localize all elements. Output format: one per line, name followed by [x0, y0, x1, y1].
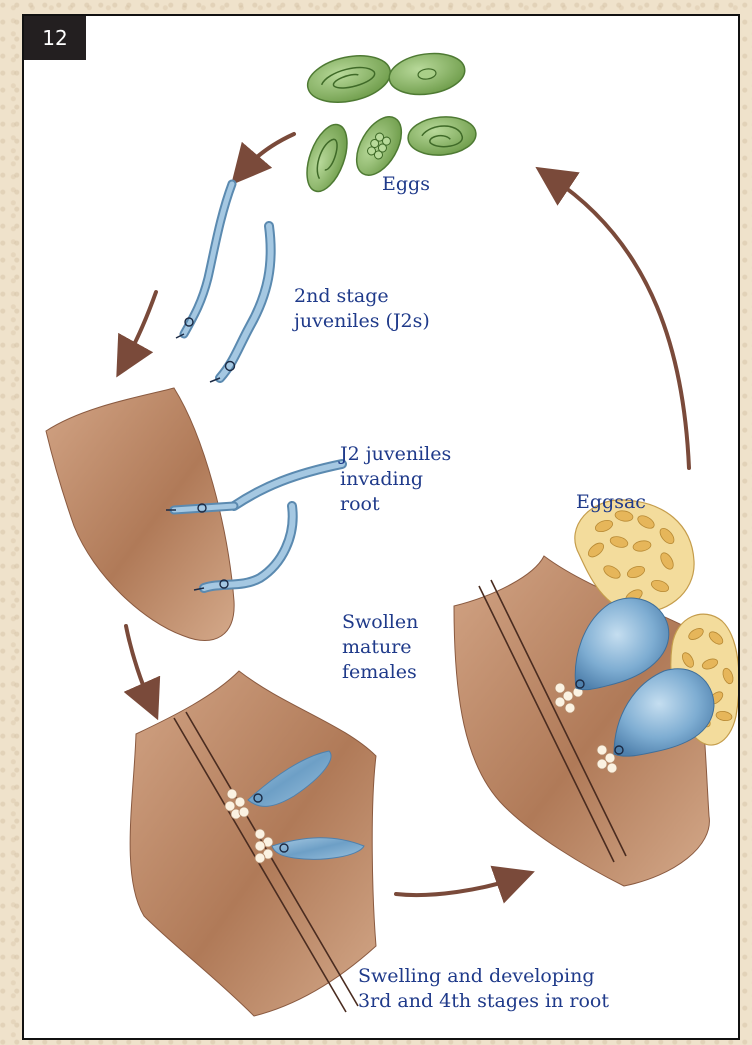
- label-j2-invading: J2 juveniles invading root: [340, 442, 451, 517]
- label-swollen-females: Swollen mature females: [342, 610, 418, 685]
- mature-root-section: [454, 500, 739, 886]
- arrow-invading-to-swelling: [126, 626, 150, 702]
- arrow-j2-to-root: [126, 292, 156, 360]
- label-eggs: Eggs: [382, 172, 430, 197]
- label-developing-stages: Swelling and developing 3rd and 4th stag…: [358, 964, 609, 1014]
- j2-juveniles: [176, 184, 271, 382]
- arrow-swelling-to-mature: [396, 878, 516, 895]
- label-j2s: 2nd stage juveniles (J2s): [294, 284, 430, 334]
- arrow-eggsac-to-eggs: [552, 178, 689, 468]
- label-eggsac: Eggsac: [576, 490, 646, 515]
- developing-root-section: [130, 671, 376, 1016]
- figure-panel: 12: [22, 14, 740, 1040]
- lifecycle-diagram: [24, 16, 740, 1040]
- root-tip: [46, 388, 342, 641]
- arrow-eggs-to-j2: [244, 134, 294, 170]
